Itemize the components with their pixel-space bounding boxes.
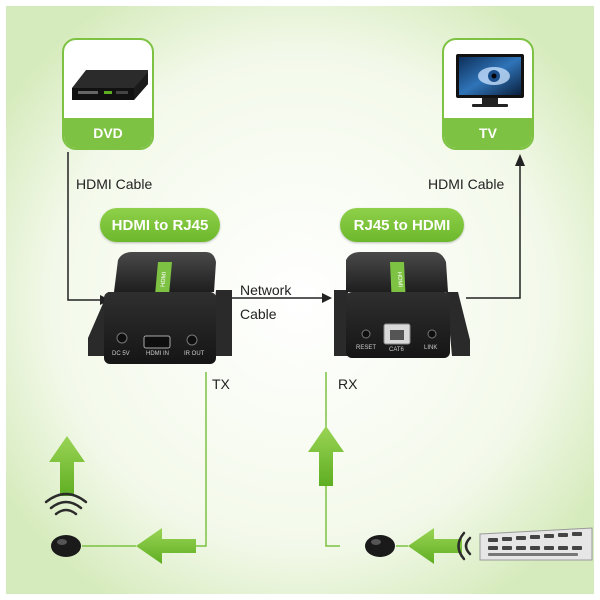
receiver-device: [334, 252, 470, 358]
tx-hdmi-port: [143, 335, 171, 349]
rx-label: RX: [338, 376, 358, 392]
green-arrow-left-up: [49, 436, 85, 496]
arrowhead-into-tv: [515, 154, 525, 166]
tv-card: TV: [442, 38, 534, 150]
tx-ir-port: [186, 334, 198, 346]
tv-label: TV: [444, 118, 532, 148]
network-cable-label-line2: Cable: [240, 306, 277, 322]
rx-port-label-cat6: CAT6: [389, 347, 404, 353]
rx-brand-text: HDMI: [395, 271, 403, 288]
remote-control-icon: [479, 527, 593, 561]
arrowhead-into-rx: [322, 293, 332, 303]
rx-port-label-link: LINK: [424, 345, 438, 351]
dvd-card: DVD: [62, 38, 154, 150]
rx-link-led: [427, 329, 437, 339]
rx-reset-button: [361, 329, 371, 339]
tx-dc-port: [116, 332, 128, 344]
ir-eye-right-icon: [365, 535, 395, 557]
dvd-label: DVD: [64, 118, 152, 148]
ir-signal-waves-icon: [44, 492, 88, 516]
receiver-title: RJ45 to HDMI: [340, 208, 464, 242]
ir-line-tx: [196, 372, 207, 547]
tv-icon: [456, 54, 524, 107]
hdmi-cable-line-left: [67, 152, 100, 301]
hdmi-cable-line-right: [466, 166, 521, 299]
green-arrow-remote: [408, 528, 462, 564]
tx-port-label-hdmi: HDMI IN: [146, 351, 169, 357]
tx-label: TX: [212, 376, 230, 392]
green-arrow-left-tx: [136, 528, 196, 564]
dvd-player-icon: [72, 70, 148, 100]
transmitter-device: [88, 252, 232, 364]
tx-port-label-dc: DC 5V: [112, 351, 130, 357]
hdmi-cable-label-left: HDMI Cable: [76, 176, 153, 192]
remote-signal-waves-icon: [457, 531, 472, 561]
green-arrow-rx-up: [308, 426, 344, 486]
network-cable-label-line1: Network: [240, 282, 292, 298]
hdmi-cable-label-right: HDMI Cable: [428, 176, 505, 192]
transmitter-title: HDMI to RJ45: [100, 208, 220, 242]
tx-port-label-ir: IR OUT: [184, 351, 205, 357]
rx-port-label-reset: RESET: [356, 345, 377, 351]
ir-eye-left-icon: [51, 535, 81, 557]
